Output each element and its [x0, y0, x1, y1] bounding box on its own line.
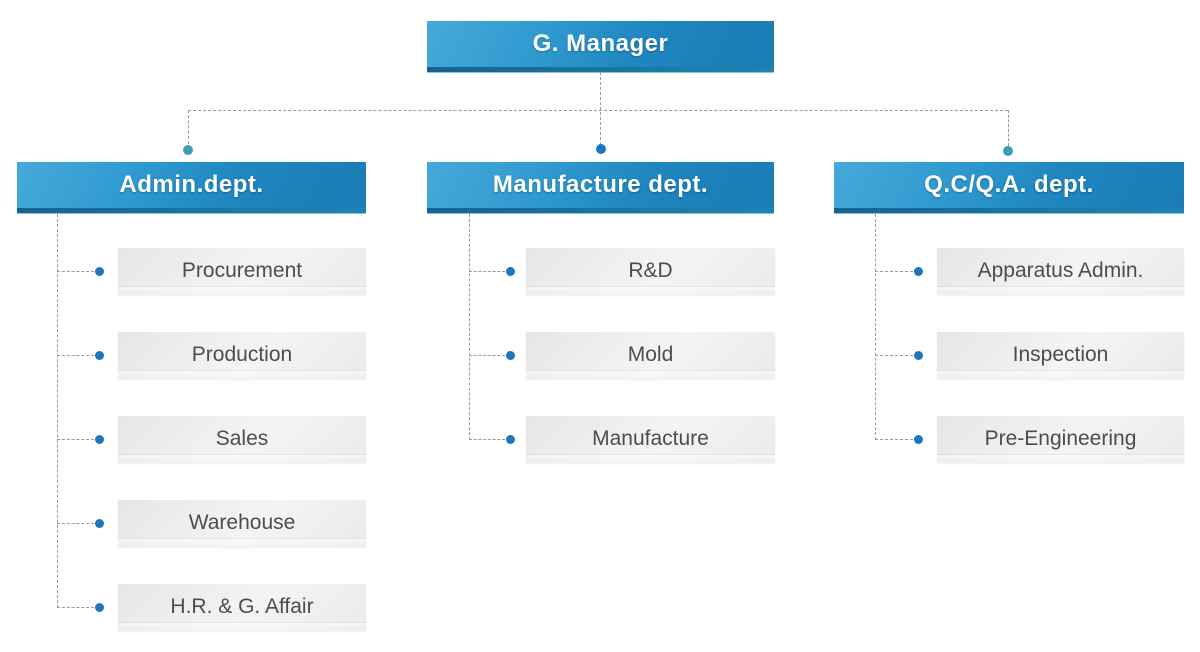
child-box-pre-engineering-label: Pre-Engineering [984, 427, 1137, 450]
root-box-label: G. Manager [532, 30, 669, 57]
connector-manufacture-stub-2 [469, 355, 505, 356]
child-box-apparatus-admin-label: Apparatus Admin. [977, 259, 1144, 282]
connector-admin-stub-1 [57, 271, 94, 272]
child-box-production: Production [118, 332, 366, 379]
connector-admin-stub-5 [57, 607, 94, 608]
connector-dot-manufacture-child [506, 435, 515, 444]
connector-qcqa-stub-1 [875, 271, 913, 272]
child-box-rnd: R&D [526, 248, 775, 295]
child-box-manufacture: Manufacture [526, 416, 775, 463]
child-box-sales-label: Sales [215, 427, 269, 450]
dept-box-qcqa-label: Q.C/Q.A. dept. [924, 171, 1094, 198]
connector-dot-rnd [506, 267, 515, 276]
child-box-mold-label: Mold [627, 343, 674, 366]
connector-dot-production [95, 351, 104, 360]
connector-admin-stub-2 [57, 355, 94, 356]
child-box-hr-g-affair: H.R. & G. Affair [118, 584, 366, 631]
connector-dot-apparatus [914, 267, 923, 276]
child-box-apparatus-admin: Apparatus Admin. [937, 248, 1184, 295]
connector-left-drop [188, 110, 189, 144]
connector-dot-admin [183, 145, 193, 155]
dept-box-manufacture-label: Manufacture dept. [492, 171, 709, 198]
connector-manufacture-stub-1 [469, 271, 505, 272]
root-box-g-manager: G. Manager [427, 21, 774, 72]
child-box-mold: Mold [526, 332, 775, 379]
child-box-production-label: Production [191, 343, 293, 366]
connector-dot-qcqa [1003, 146, 1013, 156]
connector-qcqa-stub-3 [875, 439, 913, 440]
child-box-pre-engineering: Pre-Engineering [937, 416, 1184, 463]
connector-dot-manufacture [596, 144, 606, 154]
child-box-procurement-label: Procurement [181, 259, 303, 282]
connector-root-vertical [600, 72, 601, 145]
child-box-rnd-label: R&D [628, 259, 673, 282]
child-box-warehouse: Warehouse [118, 500, 366, 547]
connector-dot-procurement [95, 267, 104, 276]
connector-dot-hr [95, 603, 104, 612]
child-box-manufacture-label: Manufacture [592, 427, 709, 450]
connector-admin-vertical [57, 214, 58, 608]
connector-dot-pre-engineering [914, 435, 923, 444]
connector-manufacture-stub-3 [469, 439, 505, 440]
dept-box-qcqa: Q.C/Q.A. dept. [834, 162, 1184, 213]
connector-qcqa-stub-2 [875, 355, 913, 356]
connector-dot-warehouse [95, 519, 104, 528]
connector-top-horizontal [188, 110, 1008, 111]
child-box-procurement: Procurement [118, 248, 366, 295]
child-box-warehouse-label: Warehouse [188, 511, 296, 534]
dept-box-admin: Admin.dept. [17, 162, 366, 213]
child-box-sales: Sales [118, 416, 366, 463]
connector-dot-sales [95, 435, 104, 444]
connector-manufacture-vertical [469, 214, 470, 440]
connector-qcqa-vertical [875, 214, 876, 440]
connector-dot-inspection [914, 351, 923, 360]
child-box-inspection-label: Inspection [1012, 343, 1109, 366]
child-box-inspection: Inspection [937, 332, 1184, 379]
dept-box-admin-label: Admin.dept. [119, 171, 264, 198]
connector-admin-stub-3 [57, 439, 94, 440]
connector-admin-stub-4 [57, 523, 94, 524]
child-box-hr-g-affair-label: H.R. & G. Affair [170, 595, 314, 618]
connector-dot-mold [506, 351, 515, 360]
connector-right-drop [1008, 110, 1009, 146]
dept-box-manufacture: Manufacture dept. [427, 162, 774, 213]
